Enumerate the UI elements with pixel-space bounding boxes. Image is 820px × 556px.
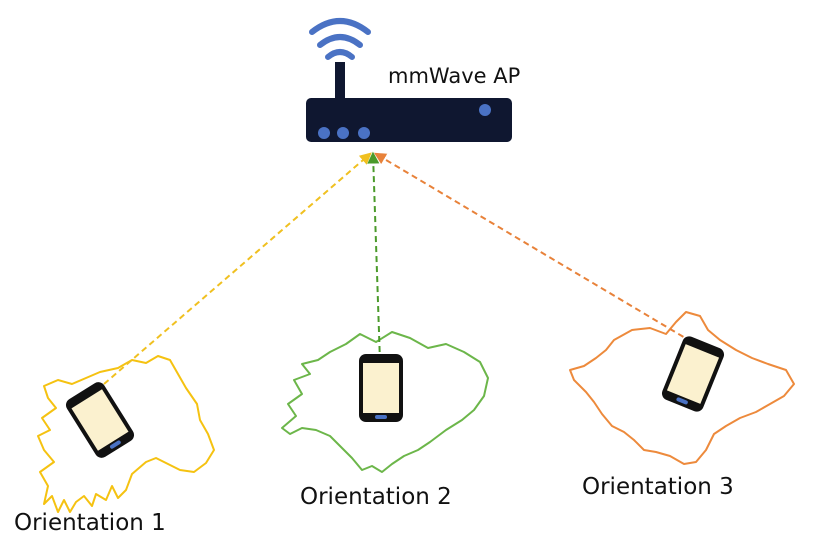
orientation-2-label: Orientation 2 <box>300 484 452 510</box>
orientation-1-link-line <box>103 152 372 385</box>
orientation-3-smartphone-icon <box>659 334 727 414</box>
orientation-1-label: Orientation 1 <box>14 510 166 536</box>
orientation-2-beam-pattern <box>281 331 489 473</box>
router-body <box>306 98 512 142</box>
orientation-1-smartphone-icon <box>63 379 137 461</box>
orientation-3-label: Orientation 3 <box>582 474 734 500</box>
orientation-3-link-line <box>373 152 693 343</box>
router-led <box>337 127 349 139</box>
router-icon <box>306 18 512 142</box>
orientation-2-link-line <box>367 151 381 363</box>
access-point-label: mmWave AP <box>388 64 521 88</box>
router-led <box>479 104 491 116</box>
orientation-1-beam-pattern <box>37 355 215 513</box>
router-led <box>358 127 370 139</box>
wifi-signal-icon <box>309 18 371 60</box>
router-antenna <box>335 62 345 102</box>
orientation-3-beam-pattern <box>569 311 795 465</box>
orientation-2-smartphone-icon <box>359 354 403 422</box>
router-led <box>318 127 330 139</box>
